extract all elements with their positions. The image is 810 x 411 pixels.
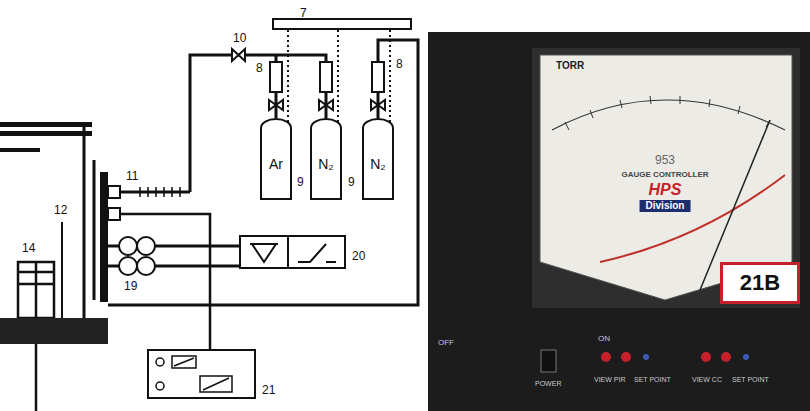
base-plate bbox=[0, 318, 108, 344]
pump-symbol bbox=[119, 237, 137, 255]
red-button bbox=[601, 352, 611, 362]
vacuum-schematic bbox=[0, 40, 418, 411]
callout-number: 9 bbox=[297, 176, 304, 190]
blue-button bbox=[743, 354, 749, 360]
callout-number: 9 bbox=[348, 176, 355, 190]
gauge-line bbox=[108, 214, 210, 350]
flow-meter bbox=[320, 62, 332, 92]
red-button bbox=[621, 352, 631, 362]
node-label: Ar bbox=[269, 156, 283, 172]
cylinder-outline bbox=[311, 119, 341, 199]
pump-symbol bbox=[137, 257, 155, 275]
flow-meter bbox=[372, 62, 384, 92]
callout-number: 21 bbox=[262, 384, 275, 398]
red-button bbox=[701, 352, 711, 362]
cylinder-outline bbox=[363, 119, 393, 199]
control-line bbox=[337, 30, 339, 123]
valve-symbol bbox=[269, 100, 283, 110]
callout-number: 10 bbox=[233, 32, 246, 46]
button-label: SET POINT bbox=[732, 376, 769, 384]
instrument-name: GAUGE CONTROLLER bbox=[621, 170, 708, 179]
callout-number: 14 bbox=[22, 242, 35, 256]
gauge-symbol bbox=[156, 358, 164, 366]
control-line bbox=[389, 30, 391, 123]
button-label: SET POINT bbox=[634, 376, 671, 384]
brand-logo: HPS bbox=[649, 181, 682, 199]
callout-number: 19 bbox=[124, 280, 137, 294]
callout-number: 12 bbox=[54, 204, 67, 218]
gauge-photo bbox=[428, 32, 810, 411]
controller-box: 7 bbox=[272, 18, 412, 30]
node-label: N₂ bbox=[318, 156, 334, 172]
leader-line bbox=[61, 222, 63, 318]
button-label: VIEW CC bbox=[692, 376, 722, 384]
switch-label: ON bbox=[598, 334, 610, 343]
chamber-wall bbox=[84, 122, 94, 318]
node-label: N₂ bbox=[370, 156, 386, 172]
photo-ground bbox=[428, 32, 810, 411]
scale-unit: TORR bbox=[556, 60, 584, 72]
port bbox=[108, 208, 120, 220]
pump-unit bbox=[240, 236, 345, 268]
valve-symbol bbox=[371, 100, 385, 110]
gauge-symbol bbox=[156, 382, 164, 390]
model-number: 953 bbox=[655, 154, 675, 168]
callout-number: 8 bbox=[256, 62, 263, 76]
hatching bbox=[140, 187, 180, 197]
gas-line bbox=[108, 40, 418, 305]
bezel bbox=[532, 48, 800, 308]
flange bbox=[100, 172, 108, 302]
blue-button bbox=[643, 354, 649, 360]
pump-symbol bbox=[137, 237, 155, 255]
figure-tag: 21B bbox=[720, 262, 800, 304]
gas-line bbox=[276, 92, 378, 118]
cylinder-outline bbox=[261, 119, 291, 199]
red-scale bbox=[600, 175, 785, 262]
gas-line bbox=[190, 55, 326, 192]
node-label: 21B bbox=[740, 270, 780, 296]
gauge-unit bbox=[148, 350, 255, 398]
meter-scale bbox=[552, 100, 785, 130]
red-button bbox=[721, 352, 731, 362]
callout-number: 11 bbox=[126, 170, 138, 184]
power-switch bbox=[541, 350, 556, 372]
pump-symbol bbox=[250, 236, 336, 268]
pump-symbol bbox=[119, 257, 137, 275]
chamber-bar bbox=[0, 148, 40, 152]
button-label: VIEW PIR bbox=[594, 376, 626, 384]
callout-number: 20 bbox=[352, 250, 365, 264]
callout-number: 7 bbox=[300, 6, 307, 20]
switch-label: OFF bbox=[438, 338, 454, 347]
valve-symbol bbox=[232, 49, 245, 61]
brand-division: Division bbox=[640, 200, 691, 212]
meter-ticks bbox=[565, 96, 770, 130]
chamber-bar bbox=[0, 131, 92, 136]
valve-symbol bbox=[319, 100, 333, 110]
gas-cylinder: N₂ bbox=[310, 118, 342, 200]
callout-number: 8 bbox=[396, 58, 403, 72]
button-label: POWER bbox=[535, 380, 561, 388]
flow-meter bbox=[270, 62, 282, 92]
gas-line bbox=[275, 55, 278, 62]
port bbox=[108, 186, 120, 198]
gas-cylinder: Ar bbox=[260, 118, 292, 200]
control-line bbox=[287, 30, 289, 123]
gauge-symbol bbox=[172, 356, 232, 392]
gas-cylinder: N₂ bbox=[362, 118, 394, 200]
chamber-bar bbox=[0, 122, 92, 127]
